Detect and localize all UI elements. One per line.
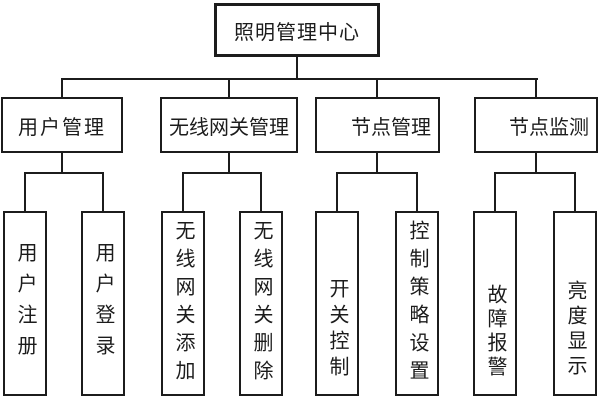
node-user-register: 用户注册 bbox=[3, 211, 47, 396]
connector-drop-gateway-add bbox=[182, 172, 184, 212]
connector-drop-gateway-delete bbox=[260, 172, 262, 212]
node-label: 开关控制 bbox=[326, 278, 348, 382]
node-user-management: 用户管理 bbox=[1, 97, 123, 153]
node-node-monitoring: 节点监测 bbox=[474, 97, 598, 153]
connector-bus-node-monitoring bbox=[494, 172, 576, 174]
connector-drop-user-login bbox=[102, 172, 104, 212]
node-label: 无线网关管理 bbox=[169, 116, 289, 139]
node-node-management: 节点管理 bbox=[315, 97, 440, 153]
node-gateway-delete: 无线网关删除 bbox=[239, 211, 283, 396]
node-label: 无线网关添加 bbox=[172, 219, 194, 388]
connector-drop-user-management bbox=[61, 78, 63, 99]
connector-drop-fault-alarm bbox=[494, 172, 496, 212]
node-fault-alarm: 故障报警 bbox=[473, 211, 517, 396]
node-lighting-management-center: 照明管理中心 bbox=[214, 3, 380, 57]
node-label: 节点管理 bbox=[351, 116, 431, 139]
connector-bus-user-management bbox=[24, 172, 104, 174]
node-label: 节点监测 bbox=[509, 116, 589, 139]
node-gateway-add: 无线网关添加 bbox=[161, 211, 205, 396]
node-user-login: 用户登录 bbox=[81, 211, 125, 396]
connector-stem-gateway-management bbox=[228, 153, 230, 174]
connector-root-stem bbox=[296, 57, 298, 79]
connector-stem-node-monitoring bbox=[535, 153, 537, 174]
node-label: 用户注册 bbox=[14, 241, 36, 366]
connector-drop-brightness-display bbox=[574, 172, 576, 212]
connector-drop-switch-control bbox=[336, 172, 338, 212]
node-label: 故障报警 bbox=[484, 284, 506, 380]
node-brightness-display: 亮度显示 bbox=[553, 211, 597, 396]
connector-drop-node-monitoring bbox=[535, 78, 537, 99]
node-switch-control: 开关控制 bbox=[315, 211, 359, 396]
connector-bus-node-management bbox=[336, 172, 418, 174]
node-label: 控制策略设置 bbox=[406, 219, 428, 388]
node-label: 无线网关删除 bbox=[250, 219, 272, 388]
connector-stem-node-management bbox=[376, 153, 378, 174]
connector-drop-node-management bbox=[376, 78, 378, 99]
connector-drop-user-register bbox=[24, 172, 26, 212]
node-control-strategy-settings: 控制策略设置 bbox=[395, 211, 439, 396]
connector-stem-user-management bbox=[61, 153, 63, 174]
node-label: 照明管理中心 bbox=[234, 21, 360, 44]
connector-drop-control-strategy bbox=[416, 172, 418, 212]
node-wireless-gateway-management: 无线网关管理 bbox=[160, 97, 298, 153]
connector-level1-bus bbox=[61, 78, 538, 80]
connector-bus-gateway-management bbox=[182, 172, 262, 174]
connector-drop-gateway-management bbox=[228, 78, 230, 99]
node-label: 亮度显示 bbox=[564, 280, 586, 380]
node-label: 用户登录 bbox=[92, 241, 114, 366]
node-label: 用户管理 bbox=[18, 116, 106, 139]
